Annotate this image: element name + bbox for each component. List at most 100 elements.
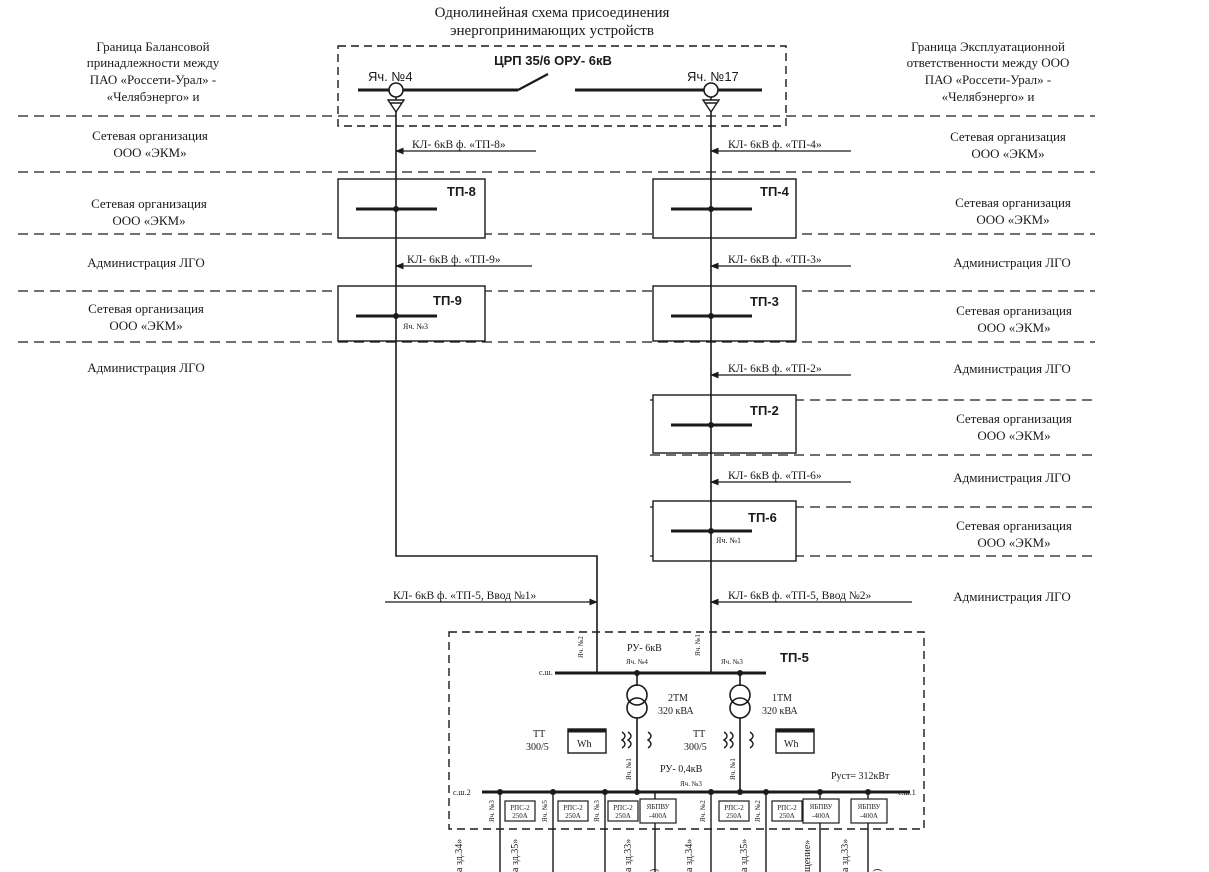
svg-text:320 кВА: 320 кВА — [762, 706, 798, 717]
svg-text:а зд.35»: а зд.35» — [739, 839, 750, 872]
svg-text:ЯБПВУ: ЯБПВУ — [647, 803, 670, 811]
svg-text:Администрация ЛГО: Администрация ЛГО — [953, 361, 1071, 376]
svg-text:ТТ: ТТ — [693, 729, 705, 740]
svg-text:Яч. №1: Яч. №1 — [716, 536, 741, 545]
svg-text:Яч. №1: Яч. №1 — [729, 758, 737, 780]
svg-text:ЯБПВУ: ЯБПВУ — [858, 803, 881, 811]
boundary-right-note: Граница Эксплуатационной ответственности… — [907, 39, 1070, 104]
svg-text:КЛ- 6кВ ф. «ТП-2»: КЛ- 6кВ ф. «ТП-2» — [728, 363, 822, 375]
svg-text:Яч. №2: Яч. №2 — [699, 800, 707, 822]
svg-text:Яч. №1: Яч. №1 — [694, 634, 702, 656]
svg-text:Администрация ЛГО: Администрация ЛГО — [87, 360, 205, 375]
svg-text:Руст= 312кВт: Руст= 312кВт — [831, 771, 890, 782]
svg-text:РПС-2: РПС-2 — [613, 804, 633, 812]
svg-text:ПАО «Россети-Урал» -: ПАО «Россети-Урал» - — [90, 72, 216, 87]
svg-text:ТП-5: ТП-5 — [780, 650, 809, 665]
substation-tp3: ТП-3 — [652, 285, 797, 342]
cable-arrows — [385, 147, 912, 606]
svg-text:250А: 250А — [726, 812, 742, 820]
crp-cell-right: Яч. №17 — [687, 69, 739, 84]
svg-text:Администрация ЛГО: Администрация ЛГО — [87, 255, 205, 270]
svg-text:КЛ- 6кВ ф. «ТП-5, Ввод №1»: КЛ- 6кВ ф. «ТП-5, Ввод №1» — [393, 590, 537, 602]
crp-earth-right — [701, 99, 721, 114]
svg-text:-400А: -400А — [812, 812, 830, 820]
svg-text:РПС-2: РПС-2 — [724, 804, 744, 812]
svg-text:Администрация ЛГО: Администрация ЛГО — [953, 589, 1071, 604]
svg-text:Сетевая организация: Сетевая организация — [956, 518, 1072, 533]
crp-earth-left — [386, 99, 406, 114]
svg-text:Яч. №2: Яч. №2 — [754, 800, 762, 822]
svg-text:РУ- 0,4кВ: РУ- 0,4кВ — [660, 764, 703, 775]
crp-node-right — [703, 82, 719, 98]
crp-bus-switch — [517, 73, 549, 91]
meter-left: Wh — [567, 728, 607, 754]
svg-text:Сетевая организация: Сетевая организация — [956, 303, 1072, 318]
svg-text:Граница Эксплуатационной: Граница Эксплуатационной — [911, 39, 1065, 54]
svg-text:Яч. №3: Яч. №3 — [488, 800, 496, 822]
svg-text:ООО «ЭКМ»: ООО «ЭКМ» — [976, 212, 1049, 227]
svg-text:РПС-2: РПС-2 — [510, 804, 530, 812]
svg-text:Wh: Wh — [577, 739, 591, 750]
svg-text:): ) — [649, 869, 660, 872]
svg-text:КЛ- 6кВ ф. «ТП-4»: КЛ- 6кВ ф. «ТП-4» — [728, 139, 822, 151]
substation-tp9: ТП-9 Яч. №3 — [337, 285, 486, 342]
svg-text:Яч. №3: Яч. №3 — [403, 322, 428, 331]
diagram-title-line2: энергопринимающих устройств — [450, 23, 654, 39]
svg-text:ООО «ЭКМ»: ООО «ЭКМ» — [113, 145, 186, 160]
crp-label: ЦРП 35/6 ОРУ- 6кВ — [494, 53, 612, 68]
svg-text:КЛ- 6кВ ф. «ТП-8»: КЛ- 6кВ ф. «ТП-8» — [412, 139, 506, 151]
substation-tp5: ТП-5 РУ- 6кВ Яч. №4 Яч. №3 Яч. №2 Яч. №1… — [448, 631, 925, 872]
svg-text:КЛ- 6кВ ф. «ТП-9»: КЛ- 6кВ ф. «ТП-9» — [407, 254, 501, 266]
svg-text:Яч. №4: Яч. №4 — [626, 658, 648, 666]
crp-box — [337, 45, 787, 127]
svg-text:Сетевая организация: Сетевая организация — [92, 128, 208, 143]
svg-text:Wh: Wh — [784, 739, 798, 750]
svg-text:КЛ- 6кВ ф. «ТП-6»: КЛ- 6кВ ф. «ТП-6» — [728, 470, 822, 482]
svg-text:КЛ- 6кВ ф. «ТП-3»: КЛ- 6кВ ф. «ТП-3» — [728, 254, 822, 266]
svg-text:ответственности между ООО: ответственности между ООО — [907, 55, 1070, 70]
svg-text:Яч. №1: Яч. №1 — [625, 758, 633, 780]
svg-text:): ) — [872, 869, 883, 872]
svg-text:320 кВА: 320 кВА — [658, 706, 694, 717]
svg-text:-400А: -400А — [649, 812, 667, 820]
svg-text:«Челябэнерго» и: «Челябэнерго» и — [942, 89, 1035, 104]
svg-text:КЛ- 6кВ ф. «ТП-5, Ввод №2»: КЛ- 6кВ ф. «ТП-5, Ввод №2» — [728, 590, 872, 602]
svg-text:250А: 250А — [512, 812, 528, 820]
svg-text:ТТ: ТТ — [533, 729, 545, 740]
svg-text:250А: 250А — [779, 812, 795, 820]
svg-text:ООО «ЭКМ»: ООО «ЭКМ» — [977, 428, 1050, 443]
svg-text:250А: 250А — [565, 812, 581, 820]
svg-text:а зд.33»: а зд.33» — [623, 839, 634, 872]
cable-labels: КЛ- 6кВ ф. «ТП-8» КЛ- 6кВ ф. «ТП-4» КЛ- … — [393, 139, 872, 602]
svg-text:«Челябэнерго» и: «Челябэнерго» и — [107, 89, 200, 104]
zone-divider-lines — [18, 115, 1095, 557]
svg-text:Сетевая организация: Сетевая организация — [956, 411, 1072, 426]
svg-text:Администрация ЛГО: Администрация ЛГО — [953, 470, 1071, 485]
svg-text:ТП-8: ТП-8 — [447, 184, 476, 199]
svg-text:Граница Балансовой: Граница Балансовой — [96, 39, 209, 54]
substation-tp4: ТП-4 — [652, 178, 797, 239]
svg-text:принадлежности между: принадлежности между — [87, 55, 220, 70]
svg-text:РУ- 6кВ: РУ- 6кВ — [627, 643, 662, 654]
zones-right: Сетевая организация ООО «ЭКМ» Сетевая ор… — [950, 129, 1072, 604]
svg-text:а зд.34»: а зд.34» — [454, 839, 465, 872]
svg-text:ТП-3: ТП-3 — [750, 294, 779, 309]
svg-text:-400А: -400А — [860, 812, 878, 820]
substation-tp2: ТП-2 — [652, 394, 797, 454]
svg-text:Яч. №5: Яч. №5 — [541, 800, 549, 822]
svg-text:ЯБПВУ: ЯБПВУ — [810, 803, 833, 811]
svg-text:а зд.33»: а зд.33» — [840, 839, 851, 872]
svg-text:РПС-2: РПС-2 — [563, 804, 583, 812]
svg-text:с.ш.2: с.ш.2 — [453, 788, 471, 797]
svg-text:с.ш.: с.ш. — [539, 668, 553, 677]
svg-text:Яч. №3: Яч. №3 — [721, 658, 743, 666]
svg-text:щение»: щение» — [802, 840, 813, 872]
zones-left: Сетевая организация ООО «ЭКМ» Сетевая ор… — [87, 128, 208, 375]
svg-text:2ТМ: 2ТМ — [668, 693, 688, 704]
substation-tp8: ТП-8 — [337, 178, 486, 239]
svg-text:Сетевая организация: Сетевая организация — [950, 129, 1066, 144]
svg-text:Яч. №3: Яч. №3 — [680, 780, 702, 788]
svg-text:ТП-4: ТП-4 — [760, 184, 790, 199]
svg-text:1ТМ: 1ТМ — [772, 693, 792, 704]
